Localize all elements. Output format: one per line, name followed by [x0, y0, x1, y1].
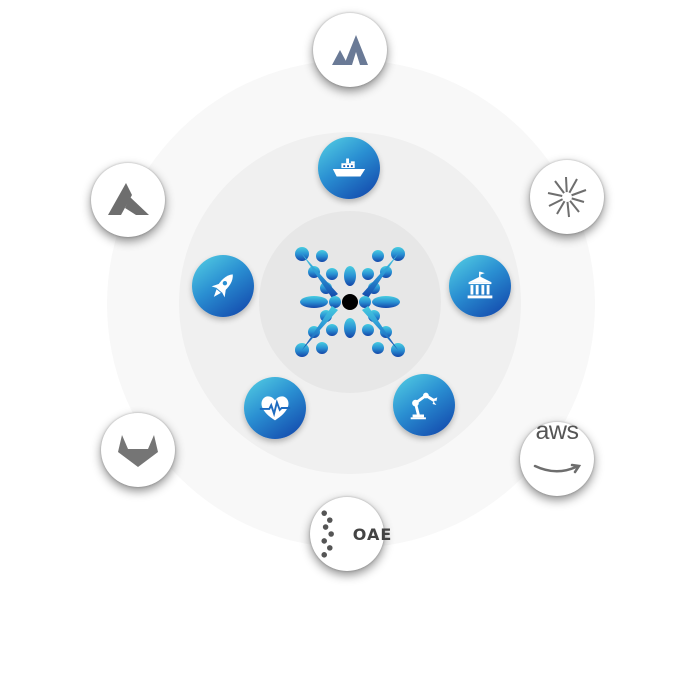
robot-arm-icon [410, 392, 438, 420]
sector-bubble-maritime[interactable] [318, 137, 380, 199]
bank-icon [467, 271, 493, 299]
aws-icon: aws [532, 418, 582, 494]
hub-logo-icon [290, 242, 410, 362]
partner-azure[interactable] [91, 163, 165, 237]
sector-bubble-aerospace[interactable] [192, 255, 254, 317]
aws-smile-icon [533, 463, 582, 473]
spiral-logo-icon [547, 176, 587, 218]
sector-bubble-government[interactable] [449, 255, 511, 317]
sector-bubble-healthcare[interactable] [244, 377, 306, 439]
aws-label: aws [535, 416, 579, 445]
partner-atlassian[interactable] [313, 13, 387, 87]
azure-icon [108, 183, 149, 215]
partner-gitlab[interactable] [101, 413, 175, 487]
gitlab-icon [118, 435, 158, 467]
partner-aws[interactable]: aws [520, 418, 594, 496]
partner-spiral[interactable] [530, 160, 604, 234]
sector-bubble-industry[interactable] [393, 374, 455, 436]
atlassian-icon [332, 35, 368, 65]
rocket-icon [211, 274, 233, 298]
oae-icon: OAE [302, 509, 392, 559]
oae-label: OAE [352, 524, 393, 544]
partner-oae[interactable]: OAE [310, 497, 391, 571]
ship-icon [332, 158, 366, 177]
heart-pulse-icon [259, 396, 291, 421]
oae-dna-icon [321, 510, 334, 558]
